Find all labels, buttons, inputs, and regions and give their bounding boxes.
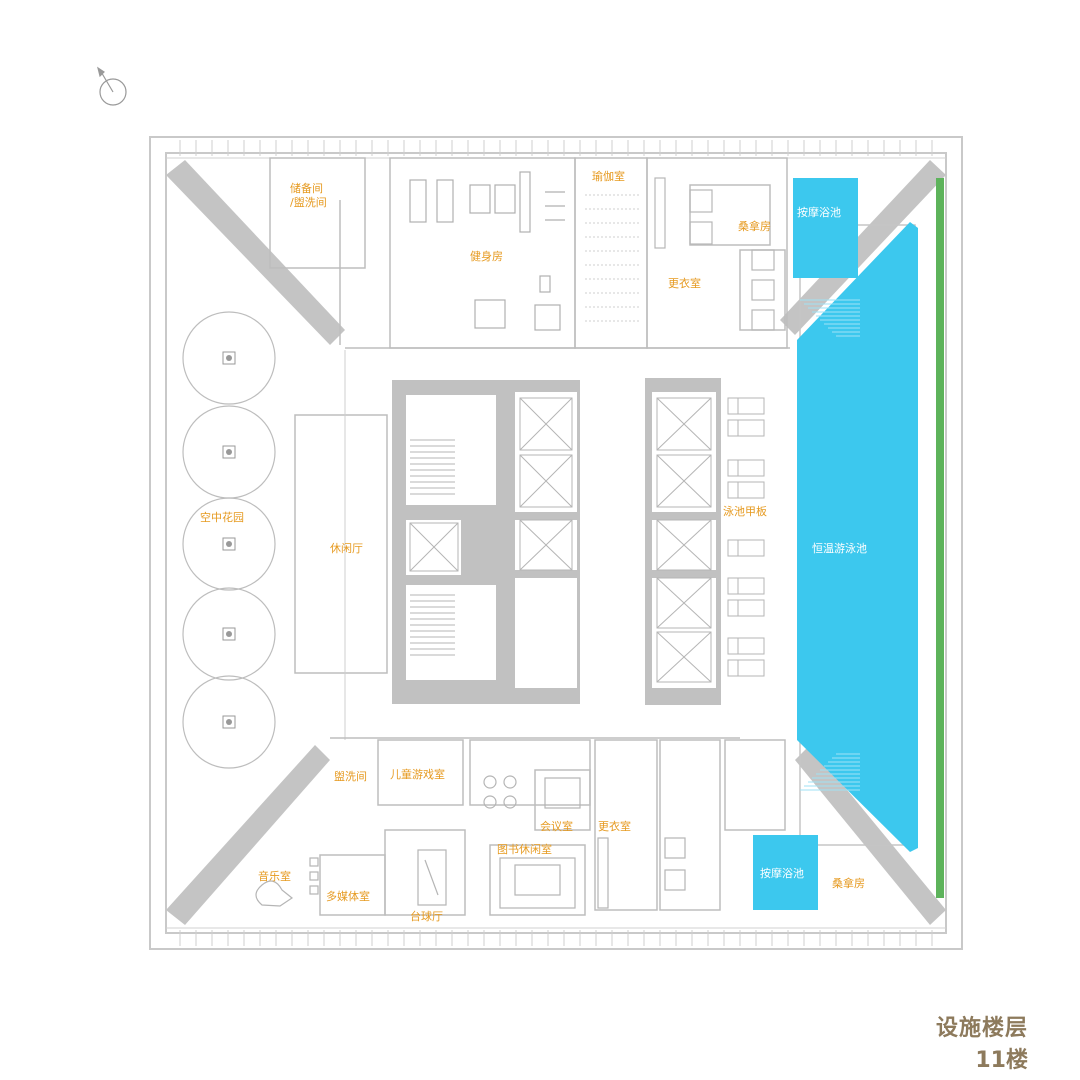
gym-equipment — [409, 171, 565, 331]
pool-steps — [800, 299, 860, 791]
tree-canopy — [182, 587, 276, 681]
sauna-benches-north — [654, 177, 775, 331]
room-sky-garden: 空中花园 — [200, 510, 244, 524]
room-storage-washroom: 储备间/盥洗间 — [290, 181, 327, 209]
room-changing-south: 更衣室 — [598, 819, 631, 833]
room-lounge: 休闲厅 — [330, 541, 363, 555]
tree-trunk — [226, 541, 232, 547]
room-meeting: 会议室 — [540, 819, 573, 833]
room-music: 音乐室 — [258, 869, 291, 883]
room-billiards: 台球厅 — [410, 909, 443, 923]
room-jacuzzi-south: 按摩浴池 — [760, 866, 804, 880]
deck-lounger — [727, 539, 765, 557]
deck-loungers — [727, 397, 765, 677]
deck-lounger — [727, 419, 765, 437]
facade-mullion-ticks — [179, 140, 933, 946]
room-sauna-north: 桑拿房 — [738, 219, 771, 233]
room-jacuzzi-north: 按摩浴池 — [797, 205, 841, 219]
elevator-shafts — [409, 397, 712, 683]
tree-trunk — [226, 355, 232, 361]
deck-lounger — [727, 459, 765, 477]
deck-lounger — [727, 637, 765, 655]
room-pool-deck: 泳池甲板 — [723, 504, 767, 518]
tree-planter — [222, 351, 236, 365]
room-yoga: 瑜伽室 — [592, 169, 625, 183]
tree-planter — [222, 627, 236, 641]
room-gym: 健身房 — [470, 249, 503, 263]
floor-number: 11楼 — [975, 1048, 1028, 1073]
tree-canopy — [182, 675, 276, 769]
tree-planter — [222, 537, 236, 551]
room-washroom-south: 盥洗间 — [334, 770, 367, 783]
deck-lounger — [727, 659, 765, 677]
south-block-walls — [319, 737, 786, 916]
tree-planter — [222, 715, 236, 729]
south-furniture — [255, 775, 686, 909]
room-changing-north: 更衣室 — [668, 276, 701, 290]
tree-trunk — [226, 449, 232, 455]
pool-area — [753, 178, 944, 910]
tree-trunk — [226, 631, 232, 637]
room-multimedia: 多媒体室 — [326, 889, 370, 903]
deck-lounger — [727, 481, 765, 499]
room-kids-playroom: 儿童游戏室 — [390, 767, 445, 781]
room-labels: 储备间/盥洗间 健身房 瑜伽室 桑拿房 按摩浴池 更衣室 空中花园 休闲厅 泳池… — [200, 169, 867, 923]
north-block-walls — [269, 157, 790, 349]
lounge-outline — [294, 414, 388, 674]
floor-caption: 设施楼层 — [935, 1016, 1028, 1041]
tree-trunk — [226, 719, 232, 725]
deck-lounger — [727, 577, 765, 595]
tree-planter — [222, 445, 236, 459]
tree-canopy — [182, 497, 276, 591]
central-core-right — [645, 378, 721, 705]
tree-canopy — [182, 311, 276, 405]
room-library-lounge: 图书休闲室 — [497, 842, 552, 856]
deck-lounger — [727, 397, 765, 415]
deck-lounger — [727, 599, 765, 617]
room-heated-pool: 恒温游泳池 — [812, 541, 867, 555]
building-outline — [149, 136, 963, 950]
yoga-mats — [585, 194, 640, 322]
sky-garden-trees — [182, 311, 276, 769]
stairwells — [410, 439, 455, 656]
north-arrow-icon — [97, 66, 127, 106]
room-sauna-south: 桑拿房 — [832, 876, 865, 890]
